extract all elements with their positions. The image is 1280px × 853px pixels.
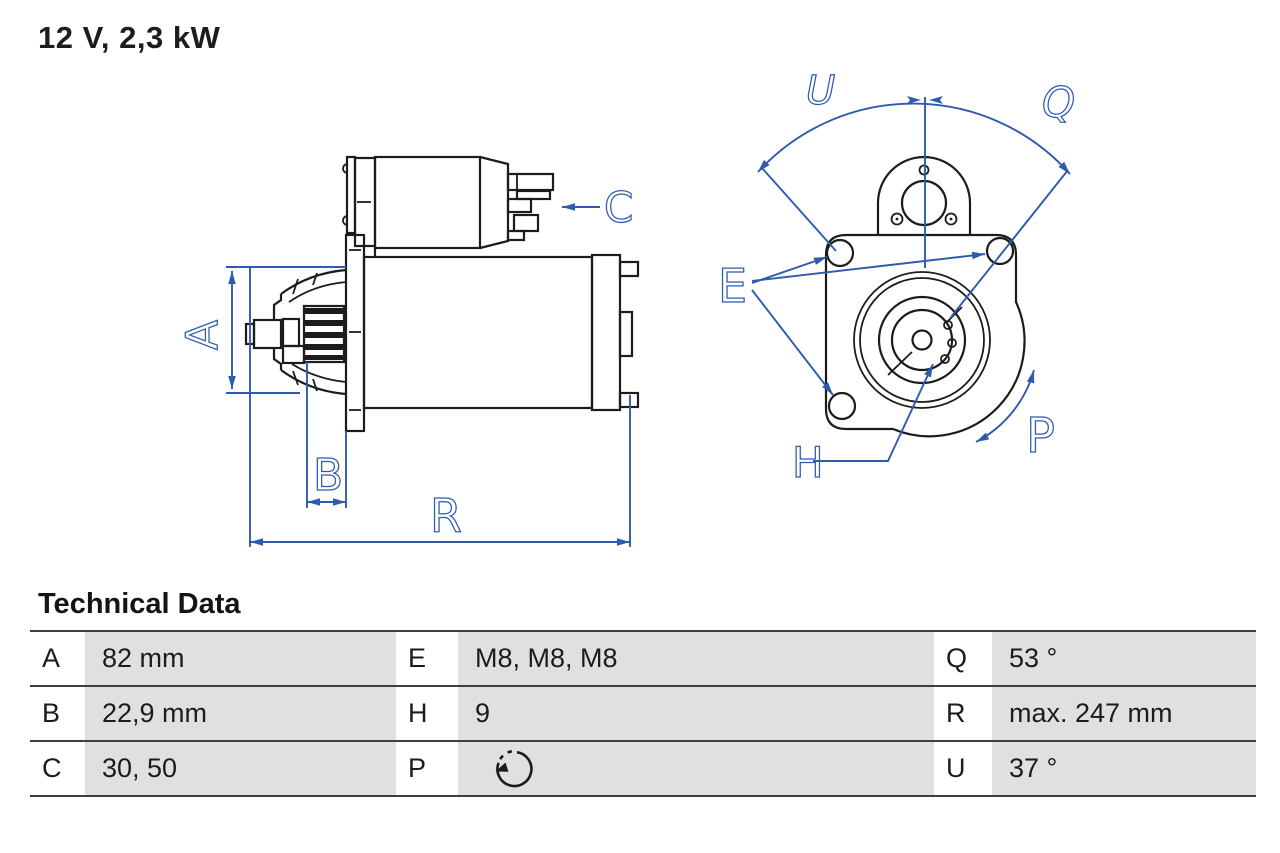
param-label-R: R	[934, 687, 992, 740]
end-cap	[590, 253, 640, 412]
solenoid	[342, 155, 555, 250]
param-label-U: U	[934, 742, 992, 795]
drive-end-housing	[244, 268, 347, 396]
param-value-U: 37 °	[992, 742, 1256, 795]
front-view-dimensions: U Q E H P	[717, 67, 1075, 487]
solenoid-terminals	[506, 172, 555, 242]
dim-label-C: C	[604, 183, 633, 232]
param-label-B: B	[30, 687, 85, 740]
param-label-C: C	[30, 742, 85, 795]
technical-data-heading: Technical Data	[38, 588, 241, 620]
pinion-gear	[302, 304, 346, 364]
dim-label-Q: Q	[1042, 78, 1075, 127]
rotation-direction-icon	[495, 749, 533, 787]
table-row: A 82 mm E M8, M8, M8 Q 53 °	[30, 632, 1256, 687]
mounting-flange	[344, 233, 366, 433]
dim-label-U: U	[806, 68, 835, 114]
top-bracket	[876, 155, 972, 235]
table-row: C 30, 50 P U 37 °	[30, 742, 1256, 797]
param-value-Q: 53 °	[992, 632, 1256, 685]
param-label-E: E	[396, 632, 458, 685]
param-label-A: A	[30, 632, 85, 685]
motor-body	[362, 248, 594, 410]
param-label-H: H	[396, 687, 458, 740]
dim-label-H: H	[792, 438, 824, 487]
dim-label-B: B	[313, 450, 343, 501]
flange-bolt-holes	[825, 236, 1015, 421]
dim-label-A: A	[177, 320, 228, 350]
param-label-Q: Q	[934, 632, 992, 685]
side-view-dimensions: A B R C	[176, 182, 634, 547]
param-value-B: 22,9 mm	[85, 687, 396, 740]
param-value-P	[458, 742, 934, 795]
dim-label-R: R	[430, 489, 462, 543]
param-value-E: M8, M8, M8	[458, 632, 934, 685]
starter-side-view	[244, 155, 640, 433]
param-value-H: 9	[458, 687, 934, 740]
front-flange-plate	[824, 233, 1026, 438]
technical-data-table: A 82 mm E M8, M8, M8 Q 53 ° B 22,9 mm H …	[30, 630, 1256, 797]
dim-label-E: E	[718, 259, 747, 313]
param-value-C: 30, 50	[85, 742, 396, 795]
drive-end-circles	[853, 271, 991, 409]
dim-label-P: P	[1026, 408, 1055, 464]
page-title: 12 V, 2,3 kW	[38, 20, 221, 55]
table-row: B 22,9 mm H 9 R max. 247 mm	[30, 687, 1256, 742]
param-value-A: 82 mm	[85, 632, 396, 685]
param-label-P: P	[396, 742, 458, 795]
param-value-R: max. 247 mm	[992, 687, 1256, 740]
